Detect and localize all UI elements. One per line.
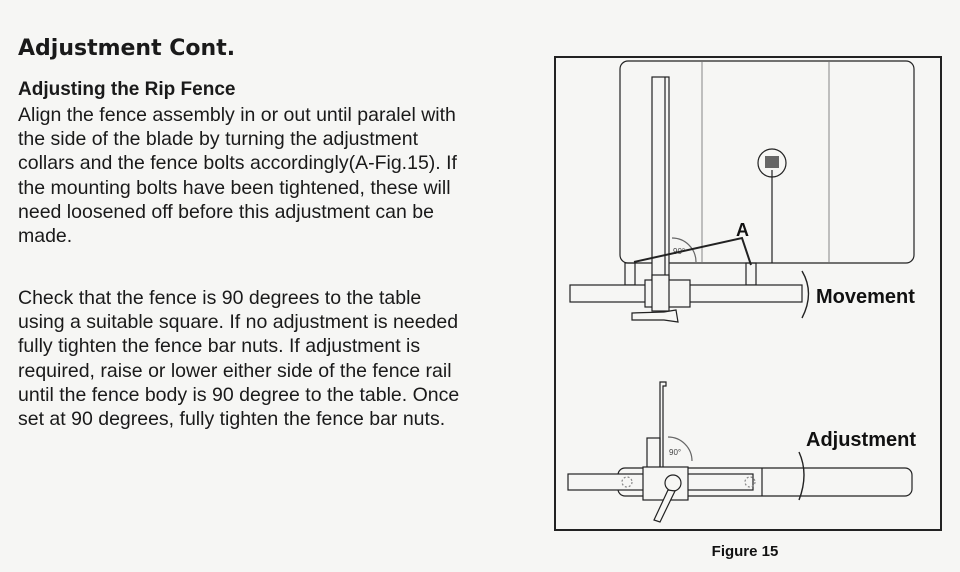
- saw-table: [619, 60, 915, 264]
- pointer-lines-a: [633, 236, 752, 266]
- text-line: Check that the fence is 90 degrees to th…: [18, 287, 422, 309]
- bolt-icon: [621, 476, 633, 488]
- text-line: fully tighten the fence bar nuts. If adj…: [18, 335, 421, 358]
- mounting-bolt: [624, 262, 636, 286]
- paragraph-check-square: Check that the fence is 90 degrees to th…: [18, 286, 498, 431]
- label-adjustment: Adjustment: [806, 429, 916, 451]
- label-a: A: [736, 220, 749, 240]
- text-line: using a suitable square. If no adjustmen…: [18, 311, 459, 334]
- bolt-icon: [744, 476, 756, 488]
- lock-handle: [631, 309, 679, 323]
- adjustment-arrow-icon: [798, 451, 805, 501]
- figure-frame: [554, 56, 942, 531]
- label-movement: Movement: [816, 286, 915, 308]
- page-heading: Adjustment Cont.: [18, 36, 236, 61]
- text-line: collars and the fence bolts accordingly(…: [18, 152, 457, 175]
- clamp-knob-icon: [664, 474, 682, 492]
- fence-body: [651, 76, 670, 308]
- text-line: the side of the blade by turning the adj…: [18, 128, 419, 151]
- fence-side-view: [659, 381, 667, 468]
- mounting-bolt: [745, 262, 757, 286]
- text-line: until the fence body is 90 degree to the…: [18, 383, 460, 406]
- text-line: Align the fence assembly in or out until…: [18, 104, 456, 126]
- text-line: the mounting bolts have been tightened, …: [18, 176, 451, 199]
- text-line: set at 90 degrees, fully tighten the fen…: [18, 408, 446, 431]
- text-line: required, raise or lower either side of …: [18, 359, 452, 382]
- section-subheading: Adjusting the Rip Fence: [18, 79, 236, 100]
- paragraph-align-fence: Align the fence assembly in or out until…: [18, 103, 488, 248]
- movement-arrow-icon: [801, 270, 810, 319]
- angle-label-bottom: 90°: [669, 448, 681, 457]
- figure-caption: Figure 15: [712, 543, 779, 560]
- lock-lever: [653, 489, 676, 523]
- text-line: need loosened off before this adjustment…: [18, 200, 434, 223]
- text-line: made.: [18, 225, 73, 248]
